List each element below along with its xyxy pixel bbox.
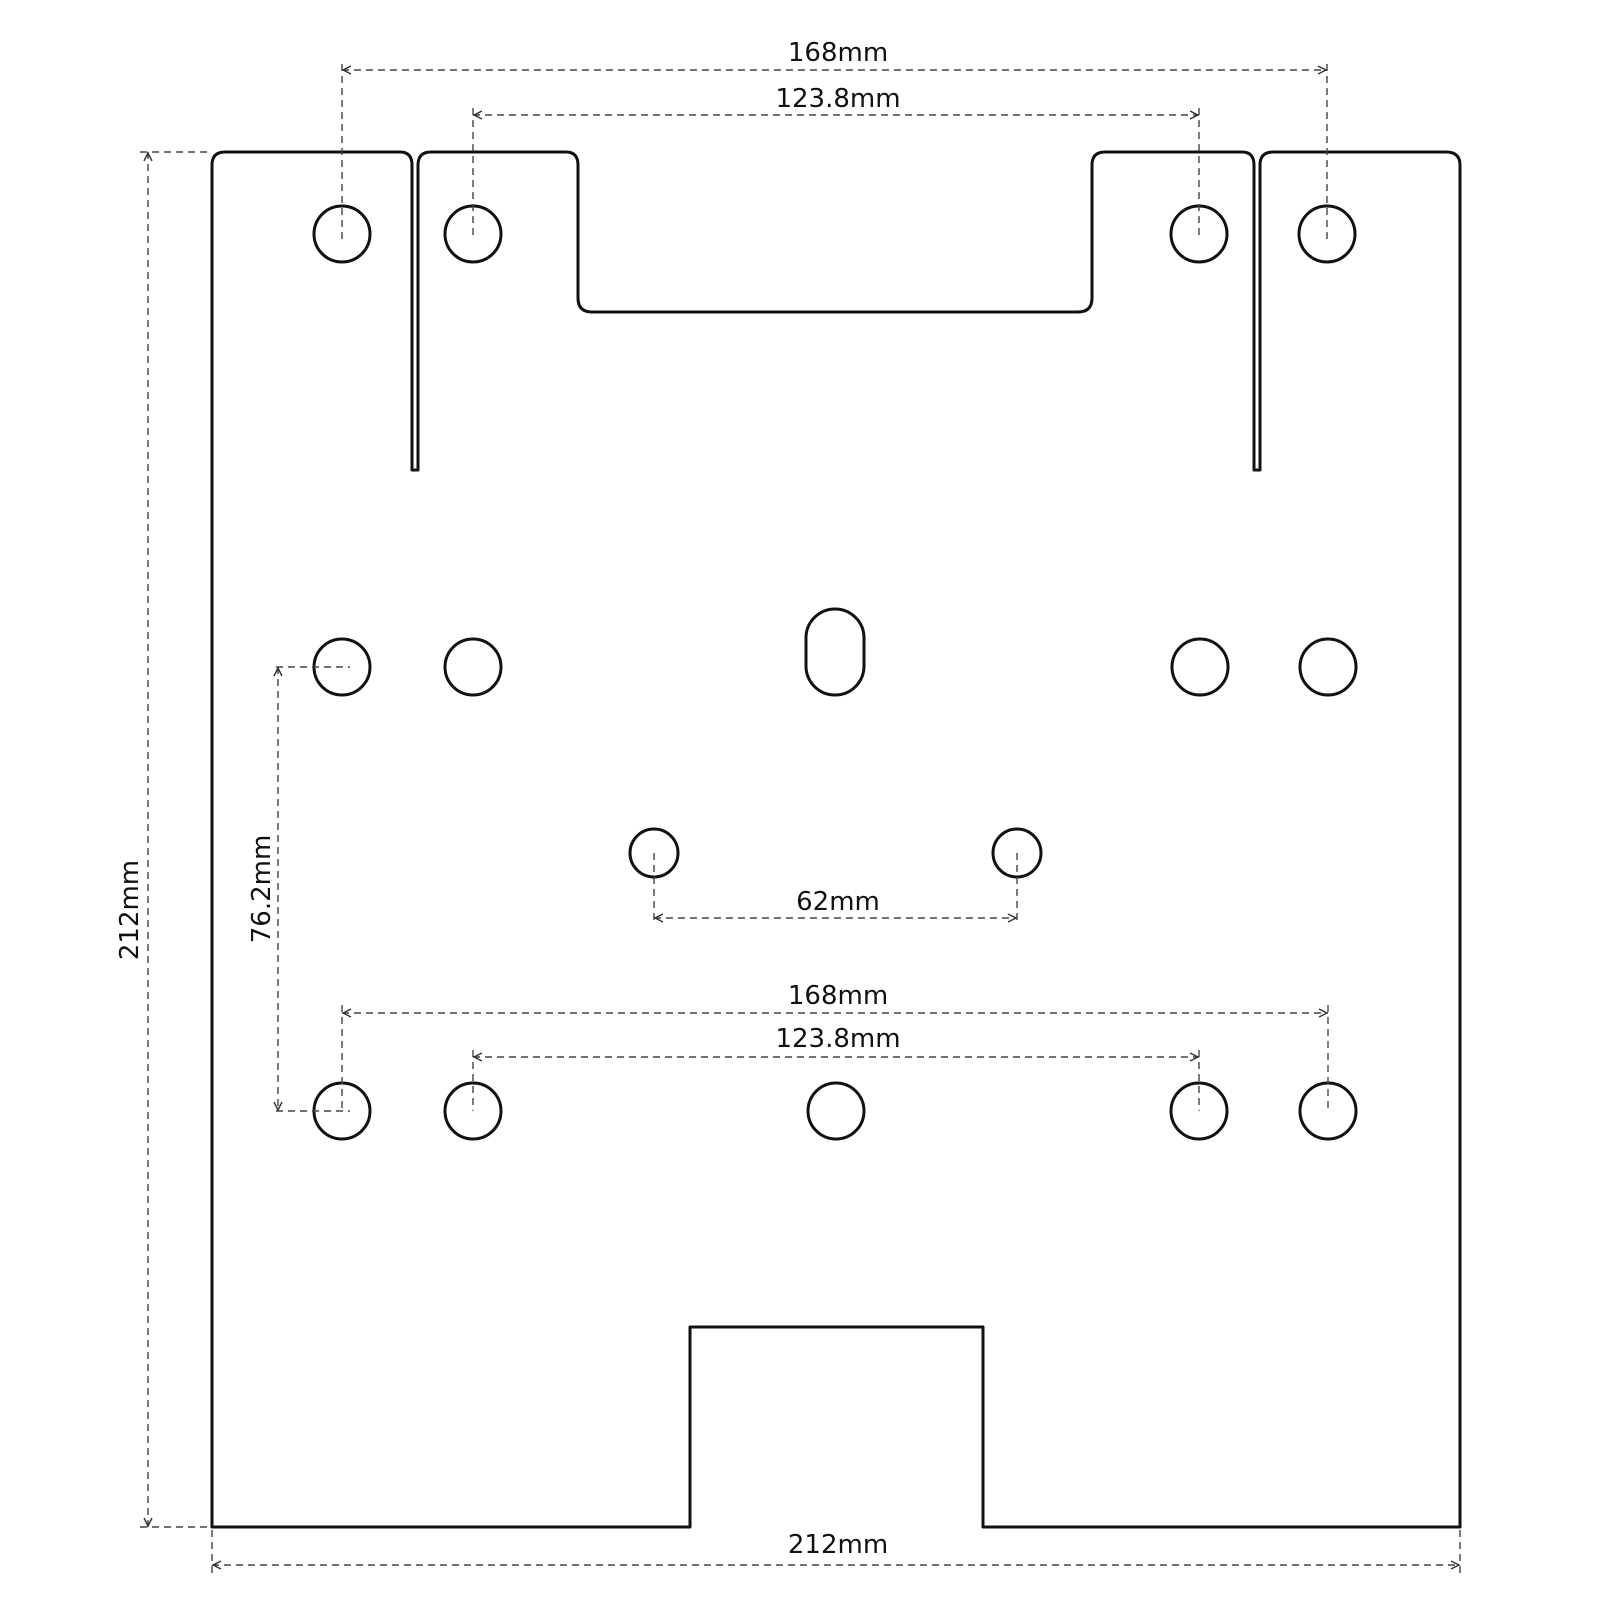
- dimension-label-overall-height: 212mm: [115, 860, 145, 960]
- dimension-label-bottom-inner: 123.8mm: [775, 1024, 900, 1054]
- slot-hole-center: [804, 607, 866, 697]
- hole-mid-4: [1298, 637, 1358, 697]
- dimension-center-holes: [653, 853, 1018, 925]
- plate-outline: [210, 150, 1462, 1529]
- dimension-label-overall-width: 212mm: [788, 1530, 888, 1560]
- hole-bottom-3: [806, 1081, 866, 1141]
- dimension-top-inner: [472, 108, 1200, 240]
- dimension-label-vertical-spacing: 76.2mm: [247, 835, 277, 944]
- dimension-vertical-spacing: [273, 666, 350, 1112]
- dimension-bottom-inner: [472, 1050, 1200, 1111]
- hole-mid-2: [443, 637, 503, 697]
- dimension-top-outer: [341, 64, 1328, 240]
- dimension-label-bottom-outer: 168mm: [788, 981, 888, 1011]
- dimension-label-top-outer: 168mm: [788, 38, 888, 68]
- dimension-overall-width: [211, 1530, 1461, 1576]
- dimension-label-center-holes: 62mm: [796, 887, 880, 917]
- dimension-label-top-inner: 123.8mm: [775, 84, 900, 114]
- hole-mid-3: [1170, 637, 1230, 697]
- dimension-overall-height: [140, 151, 212, 1528]
- dimension-bottom-outer: [341, 1005, 1329, 1111]
